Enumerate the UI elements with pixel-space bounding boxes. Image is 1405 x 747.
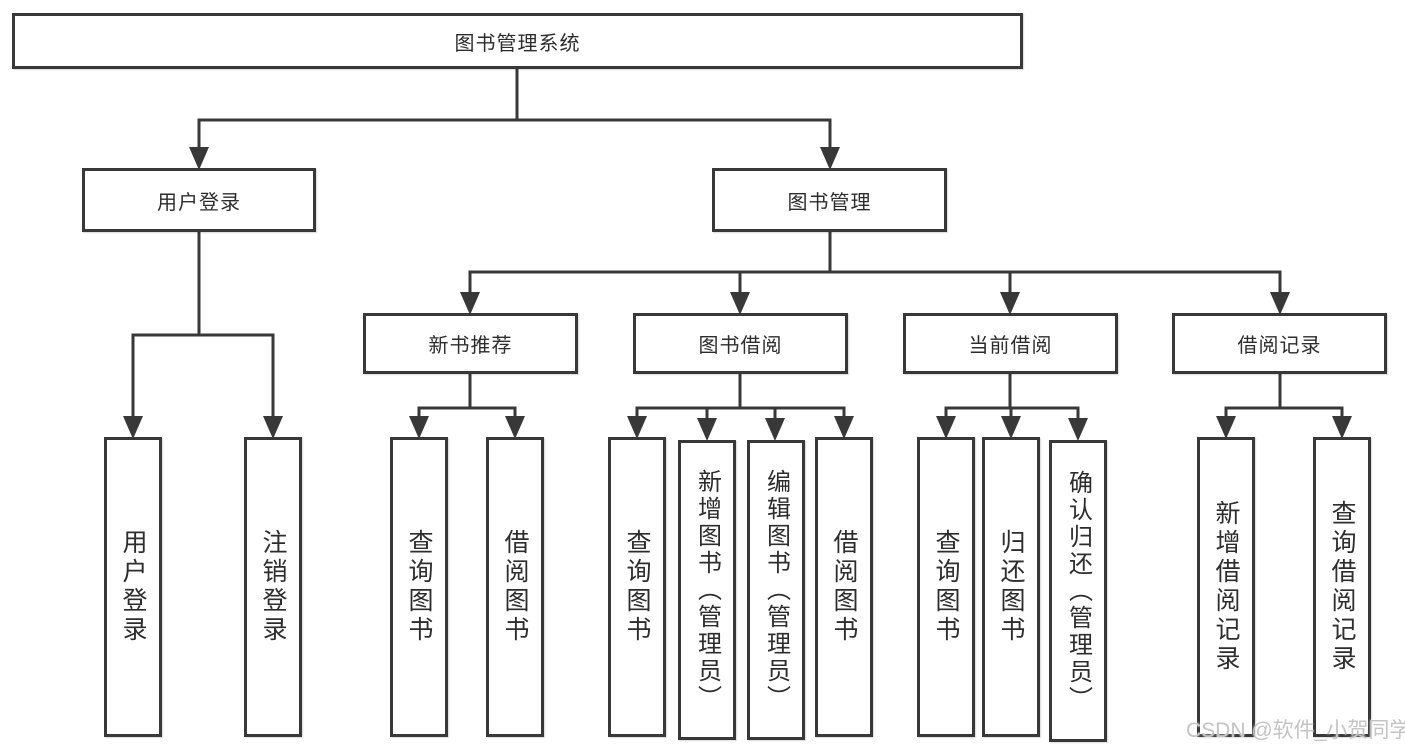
leaf-recommend-borrow-books: 借阅图书 bbox=[486, 437, 544, 737]
node-new-book-recommend-label: 新书推荐 bbox=[428, 335, 513, 357]
connector-user-login-children bbox=[131, 230, 275, 420]
connector-borrow-records-children bbox=[1224, 372, 1344, 420]
connector-current-borrow-children bbox=[944, 372, 1080, 422]
node-user-login: 用户登录 bbox=[82, 168, 316, 232]
node-current-borrow-label: 当前借阅 bbox=[968, 335, 1053, 357]
connector-book-borrow-children bbox=[635, 372, 846, 422]
node-current-borrow: 当前借阅 bbox=[903, 313, 1118, 374]
leaf-borrow-edit-books: 编辑图书（管理员） bbox=[747, 440, 805, 740]
node-borrow-records: 借阅记录 bbox=[1172, 313, 1387, 374]
leaf-records-query-record: 查询借阅记录 bbox=[1313, 437, 1371, 737]
leaf-records-add-record: 新增借阅记录 bbox=[1197, 437, 1255, 737]
leaf-logout-login: 注销登录 bbox=[244, 437, 302, 737]
leaf-borrow-query-books: 查询图书 bbox=[608, 437, 666, 737]
leaf-borrow-borrow-books: 借阅图书 bbox=[815, 437, 873, 737]
leaf-borrow-add-books: 新增图书（管理员） bbox=[678, 440, 736, 740]
node-new-book-recommend: 新书推荐 bbox=[363, 313, 578, 374]
leaf-recommend-query-books: 查询图书 bbox=[390, 437, 448, 737]
connector-new-book-children bbox=[417, 372, 517, 420]
leaf-current-confirm-return: 确认归还（管理员） bbox=[1049, 440, 1107, 742]
node-borrow-records-label: 借阅记录 bbox=[1237, 335, 1322, 357]
arrowheads bbox=[123, 147, 1352, 441]
connector-root-children bbox=[197, 67, 832, 151]
node-book-borrow-label: 图书借阅 bbox=[698, 335, 783, 357]
node-root: 图书管理系统 bbox=[12, 13, 1023, 69]
node-book-mgmt-label: 图书管理 bbox=[787, 191, 872, 214]
leaf-current-query-books: 查询图书 bbox=[917, 437, 975, 737]
node-book-borrow: 图书借阅 bbox=[633, 313, 848, 374]
connector-book-mgmt-children bbox=[468, 230, 1282, 296]
node-user-login-label: 用户登录 bbox=[157, 191, 241, 214]
watermark-text: CSDN @软件_小贺同学 bbox=[1186, 719, 1405, 742]
node-book-mgmt: 图书管理 bbox=[712, 168, 947, 232]
leaf-user-login: 用户登录 bbox=[104, 437, 162, 737]
leaf-current-return-books: 归还图书 bbox=[982, 437, 1040, 737]
node-root-label: 图书管理系统 bbox=[454, 32, 581, 55]
